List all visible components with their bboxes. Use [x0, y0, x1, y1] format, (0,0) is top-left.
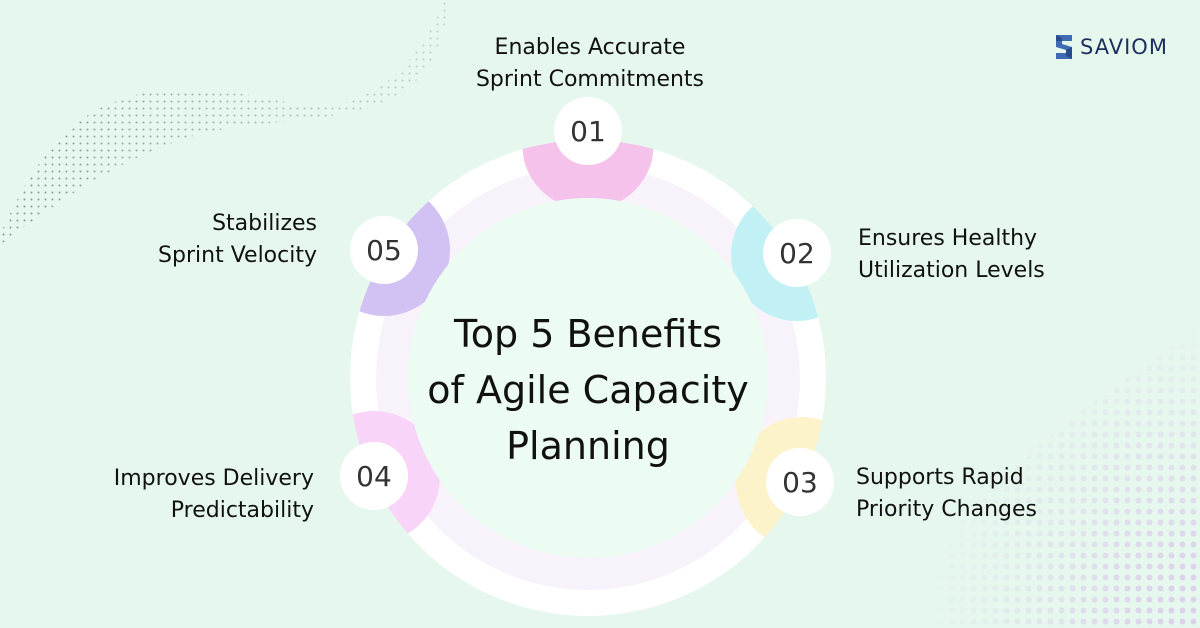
benefit-03-line1: Supports Rapid	[856, 465, 1024, 490]
benefit-01-line1: Enables Accurate	[494, 35, 686, 60]
benefit-03-label: Supports Rapid Priority Changes	[856, 462, 1037, 526]
benefit-05-line1: Stabilizes	[212, 211, 317, 236]
benefit-04-line1: Improves Delivery	[113, 466, 314, 491]
benefit-01-label: Enables Accurate Sprint Commitments	[440, 32, 740, 96]
benefit-02-line2: Utilization Levels	[858, 258, 1045, 283]
benefit-05-line2: Sprint Velocity	[158, 243, 317, 268]
badge-05: 05	[350, 216, 418, 284]
benefit-02-line1: Ensures Healthy	[858, 226, 1038, 251]
badge-02: 02	[763, 219, 831, 287]
title-line-2: of Agile Capacity	[427, 368, 749, 412]
benefit-03-line2: Priority Changes	[856, 497, 1037, 522]
benefit-02-label: Ensures Healthy Utilization Levels	[858, 223, 1045, 287]
title-line-1: Top 5 Benefits	[453, 312, 722, 356]
benefit-01-line2: Sprint Commitments	[475, 67, 705, 92]
badge-01: 01	[554, 97, 622, 165]
saviom-s-icon	[1056, 35, 1072, 59]
saviom-logo: SAVIOM	[1054, 33, 1168, 61]
benefit-04-line2: Predictability	[170, 498, 314, 523]
badge-03: 03	[766, 448, 834, 516]
page-title: Top 5 Benefits of Agile Capacity Plannin…	[388, 306, 788, 474]
badge-04: 04	[340, 442, 408, 510]
benefit-05-label: Stabilizes Sprint Velocity	[60, 208, 317, 272]
benefit-04-label: Improves Delivery Predictability	[40, 463, 314, 527]
brand-name: SAVIOM	[1080, 35, 1168, 59]
title-line-3: Planning	[506, 424, 670, 468]
